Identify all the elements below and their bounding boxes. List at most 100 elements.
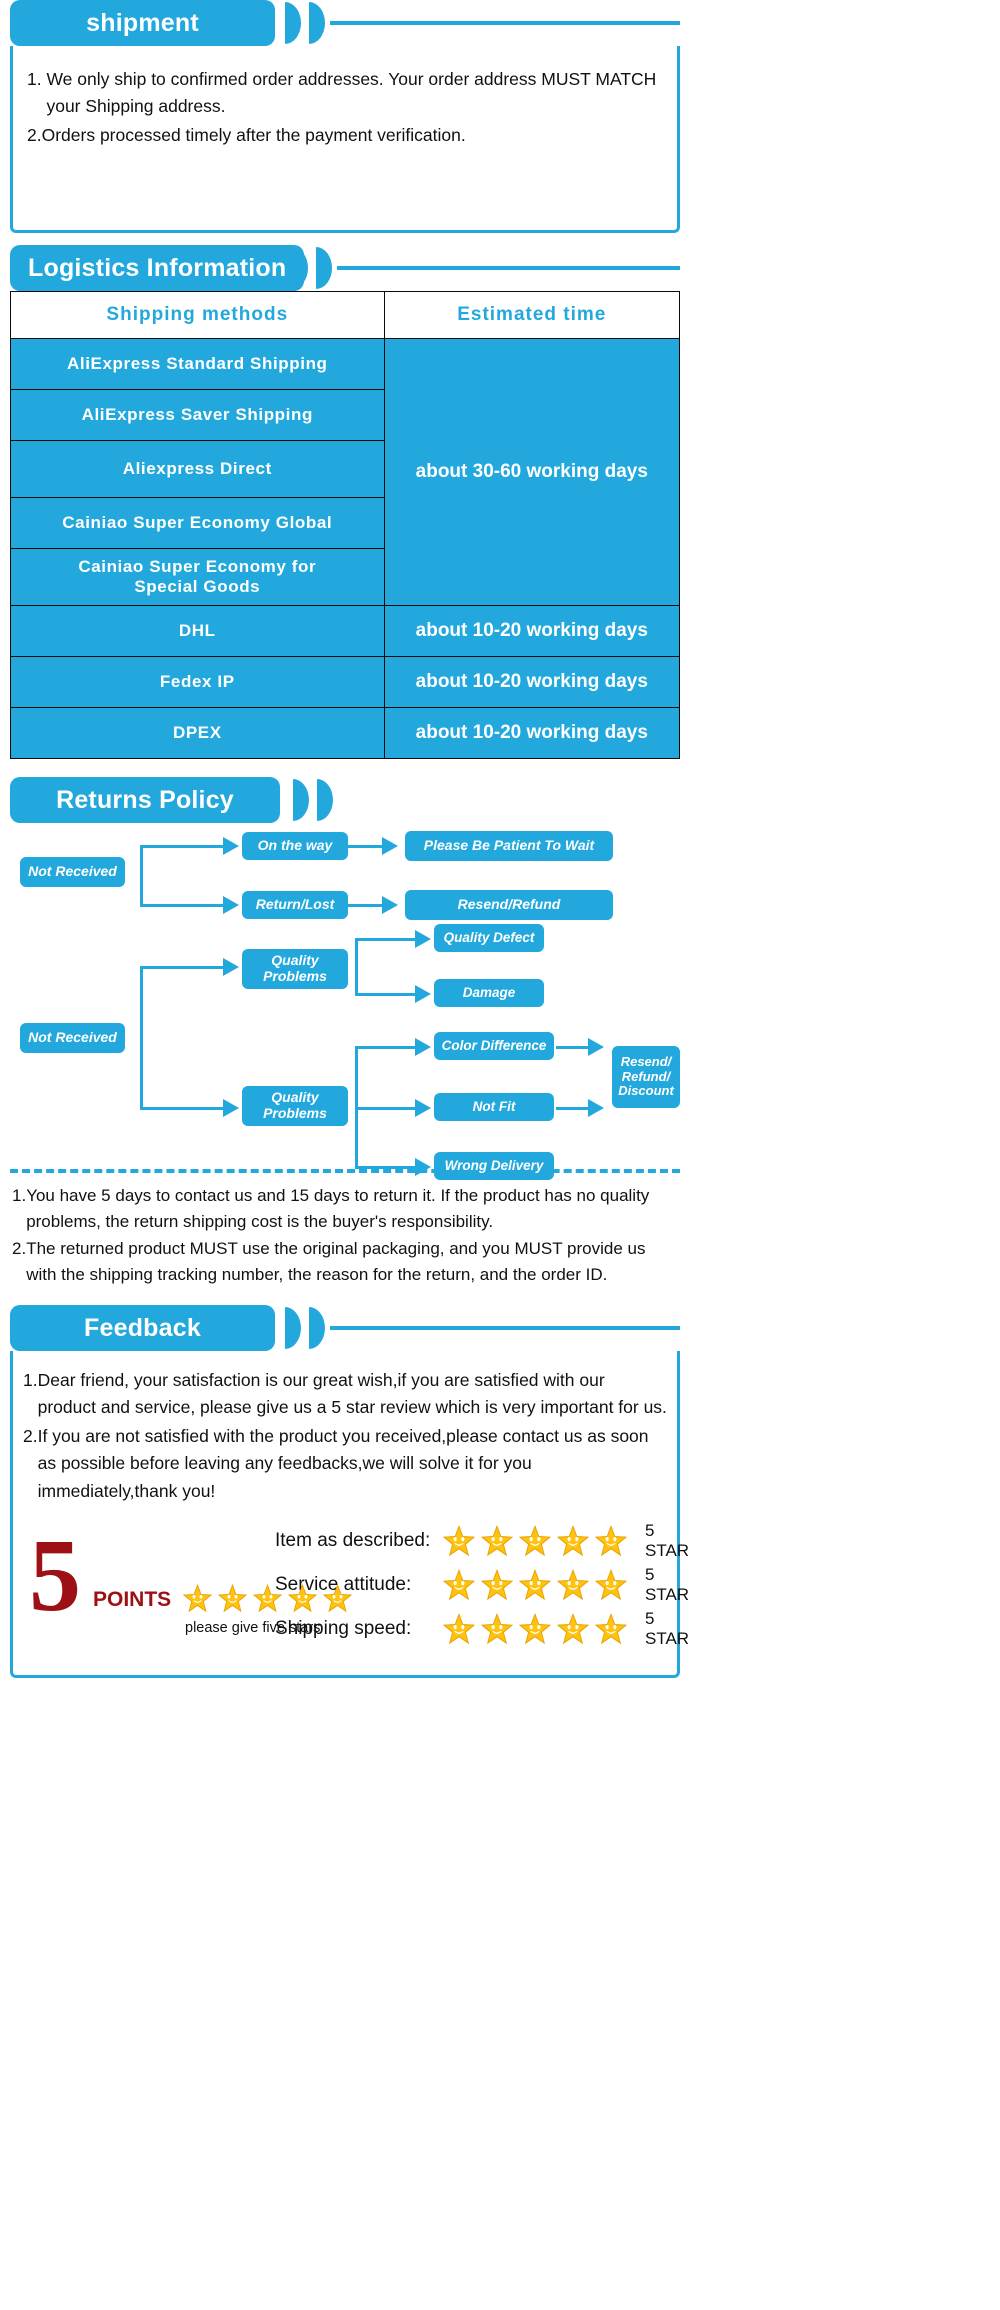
returns-dashed-divider [10, 1169, 680, 1173]
flow-node-not-fit: Not Fit [434, 1093, 554, 1121]
table-row: AliExpress Standard Shipping about 30-60… [10, 338, 681, 606]
table-row: Aliexpress Direct [10, 440, 680, 498]
flow-line-h10 [355, 1107, 417, 1110]
feedback-item-2-text: If you are not satisfied with the produc… [37, 1426, 649, 1501]
feedback-panel: 1. Dear friend, your satisfaction is our… [10, 1351, 689, 1678]
cell-method-2: Aliexpress Direct [10, 440, 385, 498]
star-icon [595, 1612, 627, 1644]
policy-item-2-text: The returned product MUST use the origin… [26, 1239, 646, 1284]
star-icon [218, 1583, 247, 1612]
flow-node-quality-problems-1: Quality Problems [242, 949, 348, 989]
flow-line-h2 [140, 904, 225, 907]
flow-arrow-2 [223, 896, 239, 914]
list-item: 2. The returned product MUST use the ori… [12, 1236, 678, 1287]
rating-row-shipping-speed: Shipping speed: 5 STAR [275, 1607, 689, 1651]
flow-arrow-12 [588, 1038, 604, 1056]
logistics-section-header: Logistics Information [0, 245, 690, 291]
cell-estimate-5: about 10-20 working days [383, 605, 681, 657]
flow-node-wrong-delivery: Wrong Delivery [434, 1152, 554, 1180]
feedback-item-1-text: Dear friend, your satisfaction is our gr… [37, 1370, 667, 1418]
rating-row-item-as-described: Item as described: 5 STAR [275, 1519, 689, 1563]
logistics-panel: Shipping methods Estimated time AliExpre… [10, 291, 681, 759]
star-icon [443, 1612, 475, 1644]
flow-line-h3 [348, 845, 392, 848]
flow-node-not-received-1: Not Received [20, 857, 125, 887]
column-header-shipping-methods: Shipping methods [10, 291, 385, 339]
cell-method-4: Cainiao Super Economy for Special Goods [10, 548, 385, 606]
rating-block: 5 POINTS please give five stars Item as … [13, 1513, 689, 1669]
shipment-item-1-num: 1. [27, 69, 47, 89]
five-number: 5 [29, 1517, 81, 1633]
flow-arrow-9 [415, 1038, 431, 1056]
flow-node-resend-refund-discount: Resend/ Refund/ Discount [612, 1046, 680, 1108]
flow-arrow-5 [223, 958, 239, 976]
feedback-title: Feedback [84, 1313, 201, 1342]
five-points-logo: 5 POINTS please give five stars [25, 1517, 352, 1640]
flow-line-h6 [140, 1107, 225, 1110]
star-icon [519, 1612, 551, 1644]
rating-stars-2 [443, 1612, 633, 1645]
star-icon [481, 1612, 513, 1644]
flow-arrow-4 [382, 896, 398, 914]
star-icon [481, 1568, 513, 1600]
flow-node-not-received-2: Not Received [20, 1023, 125, 1053]
table-row: DPEX about 10-20 working days [10, 707, 681, 759]
table-row: Fedex IP about 10-20 working days [10, 656, 681, 708]
returns-policy-list: 1. You have 5 days to contact us and 15 … [6, 1183, 684, 1287]
star-icon [557, 1524, 589, 1556]
points-label: POINTS [93, 1587, 172, 1611]
shipment-title: shipment [86, 8, 199, 37]
feedback-item-2-num: 2. [23, 1426, 38, 1447]
flow-node-on-the-way: On the way [242, 832, 348, 860]
list-item: 1. You have 5 days to contact us and 15 … [12, 1183, 678, 1234]
cell-estimate-merged: about 30-60 working days [383, 338, 681, 606]
star-icon [519, 1568, 551, 1600]
star-icon [288, 1583, 317, 1612]
flow-arrow-10 [415, 1099, 431, 1117]
cell-method-6: Fedex IP [10, 656, 385, 708]
flow-line-v2 [140, 966, 143, 1110]
flow-line-h11 [355, 1166, 417, 1169]
list-item: 2. If you are not satisfied with the pro… [23, 1423, 667, 1504]
list-item: 2. Orders processed timely after the pay… [27, 122, 663, 149]
cell-estimate-7: about 10-20 working days [383, 707, 681, 759]
policy-item-1-text: You have 5 days to contact us and 15 day… [26, 1186, 650, 1231]
star-icon [557, 1612, 589, 1644]
shipment-item-1-text: We only ship to confirmed order addresse… [46, 69, 657, 117]
flow-line-h12 [556, 1046, 596, 1049]
shipment-panel: 1. We only ship to confirmed order addre… [10, 46, 680, 233]
feedback-title-pill: Feedback [10, 1305, 275, 1351]
cell-method-3: Cainiao Super Economy Global [10, 497, 385, 549]
flow-line-h7 [355, 938, 417, 941]
flow-node-color-difference: Color Difference [434, 1032, 554, 1060]
decor-d-shape-7 [285, 1307, 301, 1349]
list-item: 1. Dear friend, your satisfaction is our… [23, 1367, 667, 1421]
star-icon [443, 1524, 475, 1556]
rating-rows: Item as described: 5 STAR Service attitu… [275, 1519, 689, 1651]
flow-node-return-lost: Return/Lost [242, 891, 348, 919]
returns-flow-top: Not Received On the way Return/Lost Plea… [10, 823, 680, 933]
shipment-section-header: shipment [0, 0, 690, 46]
table-row: AliExpress Saver Shipping [10, 389, 680, 441]
flow-arrow-11 [415, 1158, 431, 1176]
give-five-stars-caption: please give five stars [185, 1619, 321, 1636]
flow-line-h9 [355, 1046, 417, 1049]
star-icon [595, 1524, 627, 1556]
cell-method-7: DPEX [10, 707, 385, 759]
logo-star-row [183, 1583, 358, 1613]
flow-line-h8 [355, 993, 417, 996]
flow-arrow-3 [382, 837, 398, 855]
cell-method-0: AliExpress Standard Shipping [10, 338, 385, 390]
feedback-item-1-num: 1. [23, 1370, 38, 1390]
rating-label-2: Shipping speed: [275, 1617, 412, 1639]
star-icon [557, 1568, 589, 1600]
flow-line-v3 [355, 938, 358, 996]
flow-node-please-be-patient: Please Be Patient To Wait [405, 831, 613, 861]
flow-line-v1 [140, 845, 143, 907]
decor-d-shape-6 [317, 779, 333, 821]
logistics-title: Logistics Information [28, 253, 287, 282]
table-row: Cainiao Super Economy for Special Goods [10, 548, 680, 606]
flow-line-h4 [348, 904, 392, 907]
shipment-title-pill: shipment [10, 0, 275, 46]
feedback-header-rule [330, 1326, 680, 1330]
